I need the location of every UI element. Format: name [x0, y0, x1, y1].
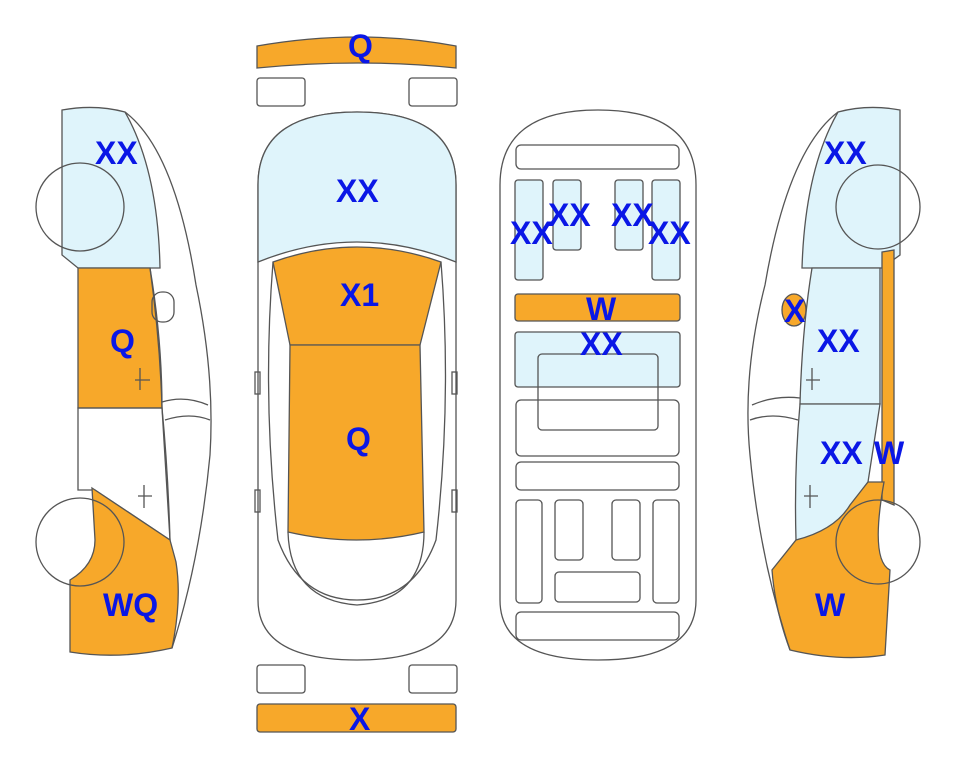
right-rear-door-label: XX	[820, 435, 863, 471]
top-mirror-left	[254, 371, 261, 395]
interior-seat-3-label: XX	[611, 197, 654, 233]
right-rear-handle	[804, 485, 818, 508]
front-light-left	[256, 77, 306, 107]
left-door-label: Q	[110, 323, 135, 359]
rear-bumper[interactable]	[256, 703, 457, 733]
right-front-handle	[806, 368, 820, 390]
left-belt-line	[161, 398, 209, 406]
left-door-handle	[135, 368, 150, 390]
right-mirror[interactable]	[781, 293, 807, 327]
front-bumper-group: Q	[256, 28, 458, 107]
interior-dashboard	[515, 144, 680, 170]
front-bumper-label: Q	[348, 28, 373, 64]
top-mirror-right	[451, 371, 458, 395]
left-mirror	[151, 291, 175, 323]
right-fender[interactable]	[771, 481, 891, 659]
right-pillar-label: W	[874, 435, 905, 471]
top-left-side-line	[267, 261, 358, 601]
interior-trunk	[515, 611, 680, 641]
interior-body	[499, 109, 697, 661]
top-rear-window	[287, 531, 425, 606]
interior-view: XX XX XX XX W XX	[499, 109, 697, 661]
left-pillar-line	[149, 267, 171, 541]
left-rear-handle	[138, 485, 152, 508]
interior-rear-seat-3	[611, 499, 641, 561]
right-mirror-label: X	[784, 293, 806, 329]
interior-rear-floor	[515, 399, 680, 457]
interior-bar-label: W	[586, 291, 617, 327]
interior-seat-3[interactable]	[614, 179, 644, 251]
right-window[interactable]	[801, 106, 901, 269]
top-windshield[interactable]	[257, 111, 457, 263]
right-side-view: XX X XX XX W W	[747, 106, 921, 659]
left-side-view: XX Q WQ	[35, 106, 212, 656]
top-windshield-label: XX	[336, 173, 379, 209]
interior-rear-seat-4	[652, 499, 680, 604]
left-rear-wheel	[35, 497, 125, 587]
interior-seat-4-label: XX	[648, 215, 691, 251]
right-front-wheel	[835, 164, 921, 250]
interior-rear-seat-1	[515, 499, 543, 604]
right-fender-label: W	[815, 587, 846, 623]
left-front-wheel	[35, 162, 125, 252]
left-fender-label: WQ	[103, 587, 158, 623]
rear-light-left	[256, 664, 306, 694]
interior-seat-1-label: XX	[510, 215, 553, 251]
interior-rear-bench	[515, 461, 680, 491]
top-hood-label: X1	[340, 277, 379, 313]
left-window[interactable]	[61, 106, 161, 269]
left-window-label: XX	[95, 135, 138, 171]
top-handle-left	[254, 489, 261, 513]
left-body-outline	[124, 111, 212, 649]
rear-bumper-group: X	[256, 664, 458, 737]
interior-console	[537, 353, 659, 431]
right-belt-line	[751, 396, 801, 406]
interior-trunk-bar	[554, 571, 641, 603]
interior-rear-seat-2	[554, 499, 584, 561]
right-rear-wheel	[835, 499, 921, 585]
top-hood[interactable]	[272, 246, 442, 346]
right-pillar[interactable]	[881, 249, 895, 506]
interior-seat-2-label: XX	[548, 197, 591, 233]
top-right-side-line	[356, 261, 447, 601]
right-belt-line-2	[749, 415, 799, 421]
top-handle-right	[451, 489, 458, 513]
interior-seat-4[interactable]	[651, 179, 681, 281]
interior-seat-2[interactable]	[552, 179, 582, 251]
top-view: XX X1 Q	[254, 111, 458, 661]
interior-seat-1[interactable]	[514, 179, 544, 281]
right-body-outline	[747, 111, 839, 651]
left-belt-line-2	[164, 415, 211, 421]
interior-bar[interactable]	[514, 293, 681, 322]
front-light-right	[408, 77, 458, 107]
left-fender[interactable]	[69, 486, 179, 656]
right-window-label: XX	[824, 135, 867, 171]
top-roof-label: Q	[346, 421, 371, 457]
right-front-door-label: XX	[817, 323, 860, 359]
rear-light-right	[408, 664, 458, 694]
rear-bumper-label: X	[349, 701, 371, 737]
interior-panel-label: XX	[580, 326, 623, 362]
front-bumper[interactable]	[256, 36, 457, 69]
interior-panel[interactable]	[514, 331, 681, 388]
